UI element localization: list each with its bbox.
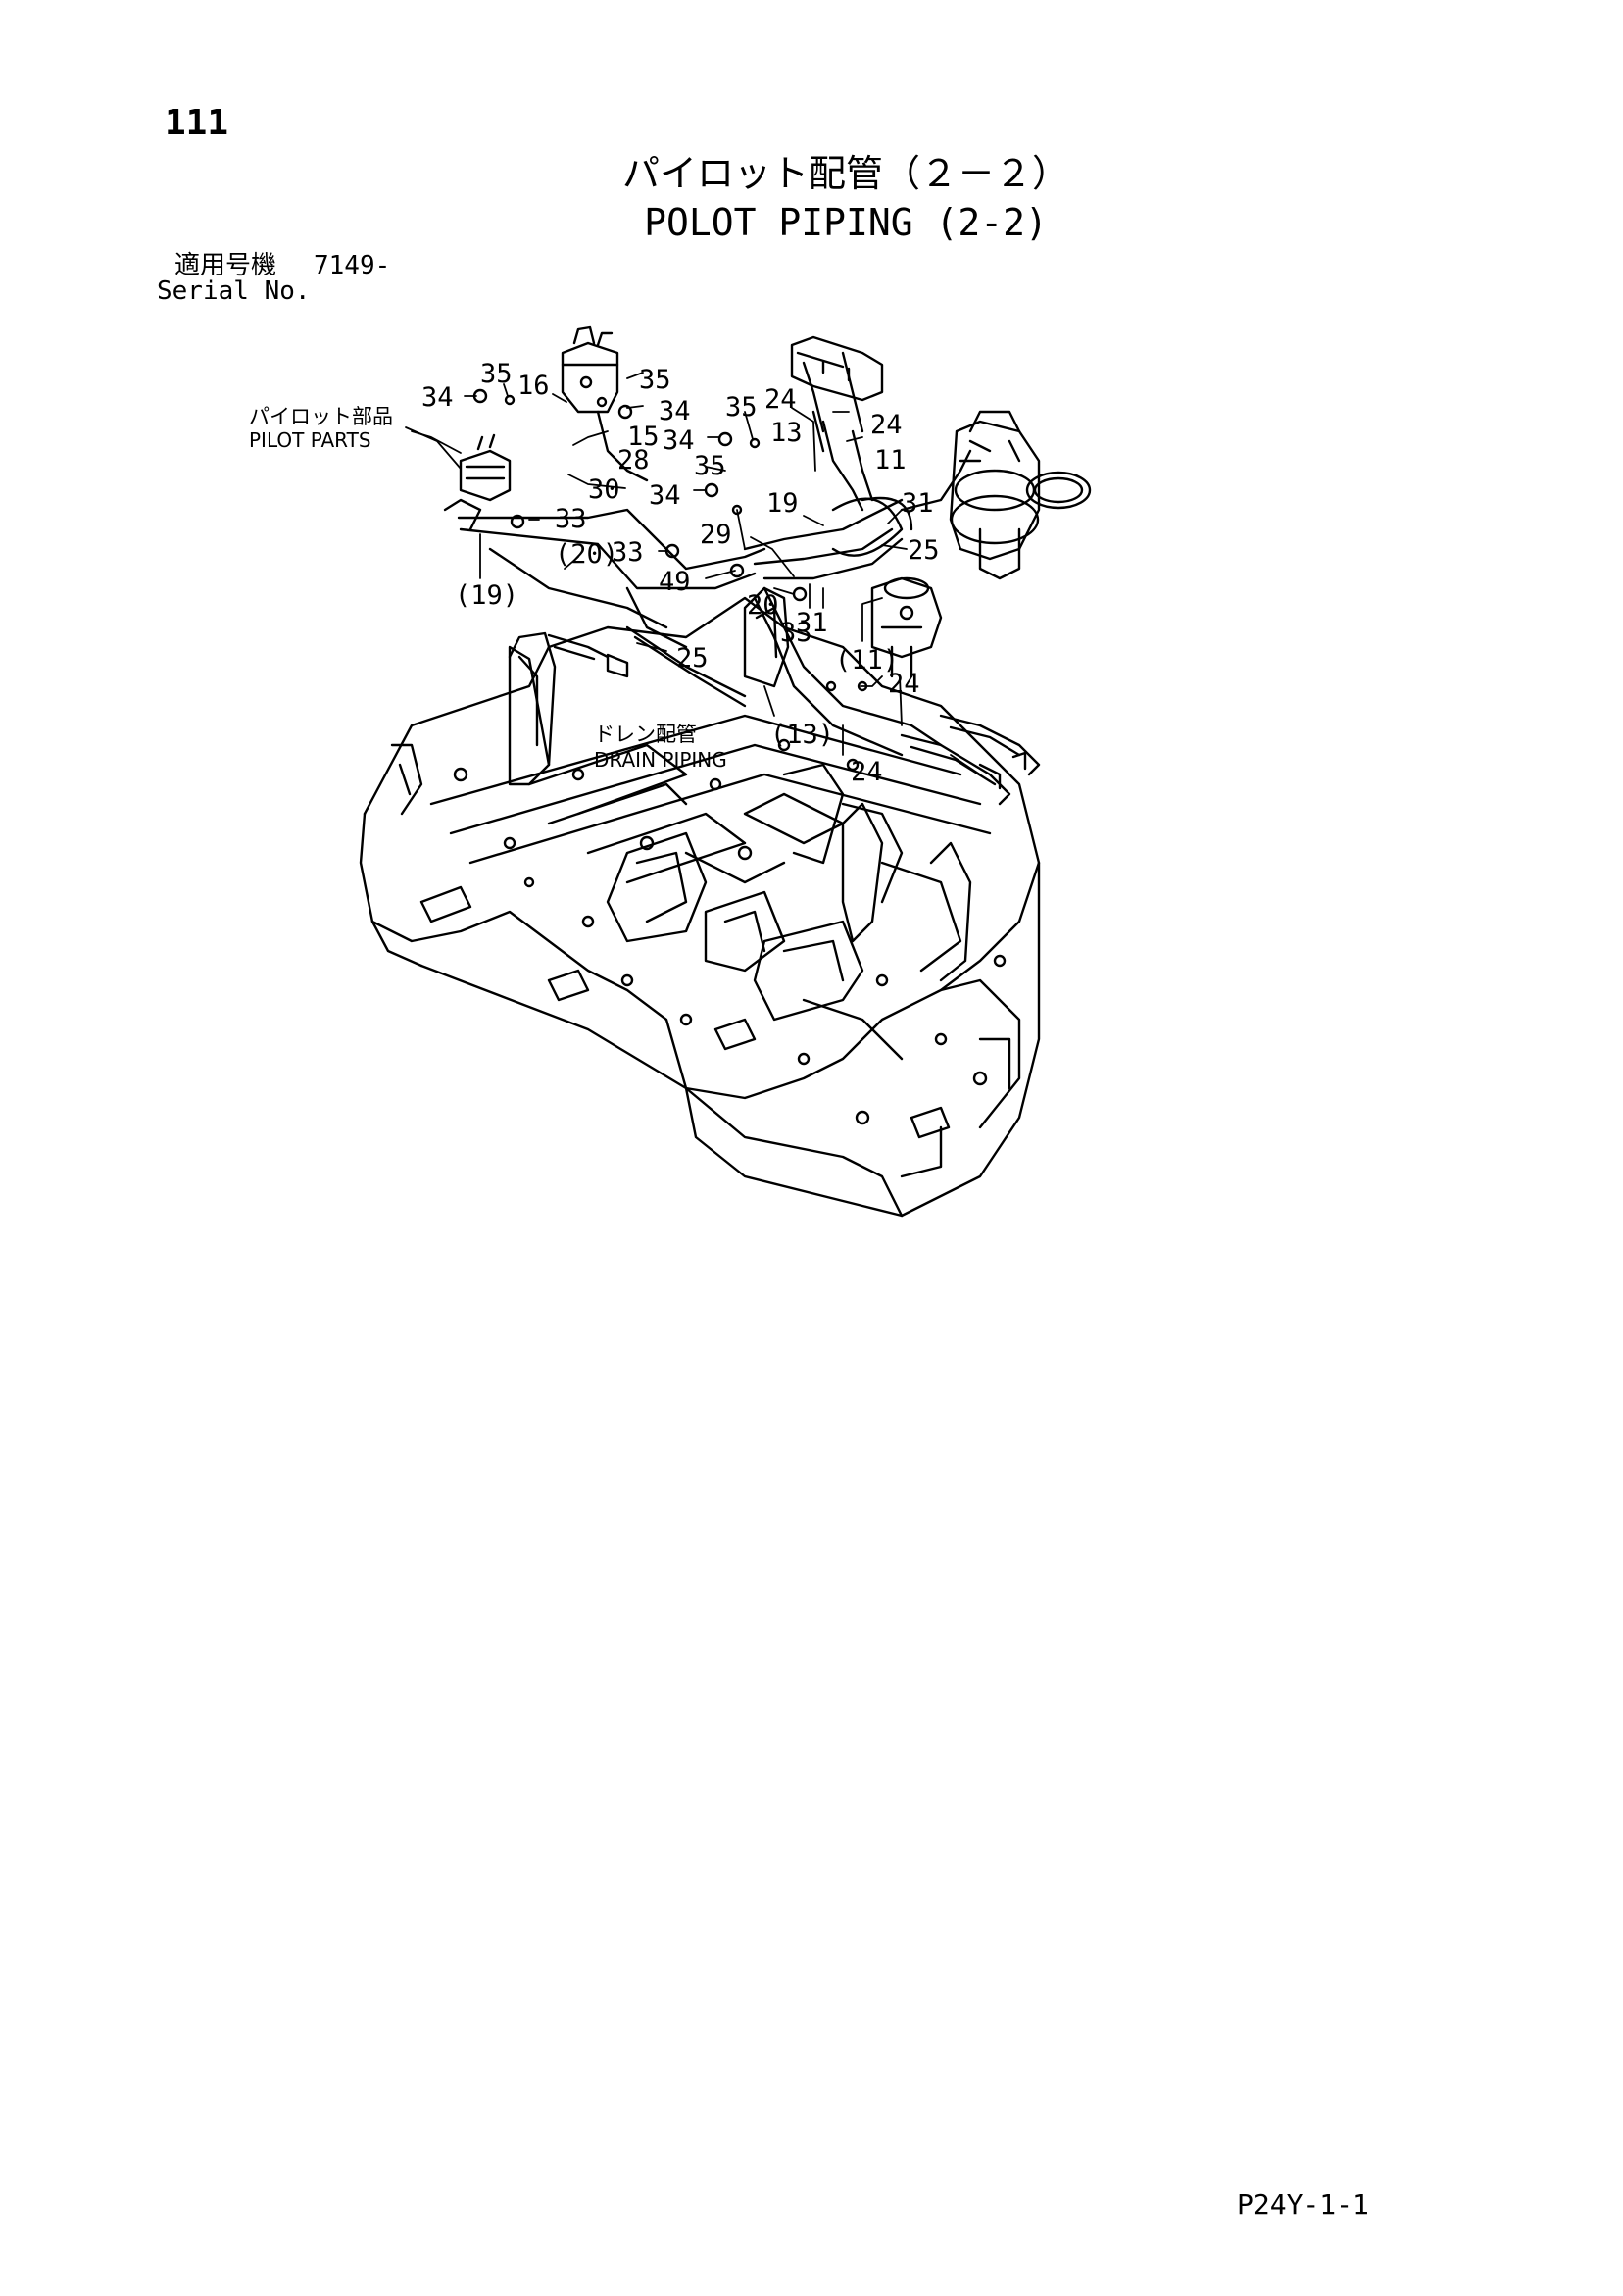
label-34: 34 bbox=[421, 382, 454, 413]
frame-structure bbox=[359, 586, 1041, 1218]
label-31: 31 bbox=[796, 608, 828, 638]
label-24: 24 bbox=[888, 669, 920, 699]
label-11-parenthesized: (11) bbox=[835, 645, 899, 675]
serial-label-en: Serial No. bbox=[157, 276, 311, 306]
page-title-en: POLOT PIPING (2-2) bbox=[644, 201, 1048, 244]
label-16: 16 bbox=[517, 371, 550, 401]
label-34: 34 bbox=[663, 425, 695, 456]
label-33: 33 bbox=[780, 618, 812, 648]
label-33: 33 bbox=[612, 537, 644, 568]
label-13: 13 bbox=[770, 418, 803, 448]
label-33: 33 bbox=[555, 504, 587, 534]
label-24: 24 bbox=[851, 757, 883, 787]
document-code: P24Y-1-1 bbox=[1237, 2188, 1369, 2221]
label-20: 20 bbox=[747, 590, 779, 621]
label-15: 15 bbox=[627, 422, 660, 452]
callout-pilot-parts-jp: パイロット部品 bbox=[249, 405, 393, 428]
label-31: 31 bbox=[902, 488, 934, 519]
label-34: 34 bbox=[649, 480, 681, 511]
serial-label-jp: 適用号機 bbox=[174, 251, 277, 280]
label-19: 19 bbox=[766, 488, 799, 519]
label-29: 29 bbox=[700, 520, 732, 550]
label-34: 34 bbox=[659, 396, 691, 426]
callout-pilot-parts-en: PILOT PARTS bbox=[249, 428, 371, 452]
label-20-parenthesized: (20) bbox=[555, 539, 618, 570]
manifold-bracket bbox=[790, 335, 884, 402]
label-11: 11 bbox=[874, 445, 907, 475]
part-labels: 35 16 35 34 34 15 28 30 33 (20) (19) 35 … bbox=[249, 359, 940, 787]
label-35: 35 bbox=[639, 365, 671, 395]
label-35: 35 bbox=[480, 359, 513, 389]
pilot-valve-top bbox=[561, 325, 619, 414]
page-title-jp: パイロット配管（２－２） bbox=[621, 152, 1069, 195]
drain-piping-end bbox=[547, 633, 629, 678]
pilot-hoses bbox=[457, 351, 972, 757]
label-25: 25 bbox=[908, 535, 940, 566]
center-valve bbox=[870, 576, 943, 678]
right-rails bbox=[900, 714, 1041, 806]
leader-lines bbox=[405, 372, 981, 775]
pilot-parts-block bbox=[443, 433, 512, 531]
page-number: 111 bbox=[165, 103, 229, 143]
label-30: 30 bbox=[588, 474, 620, 505]
label-35: 35 bbox=[725, 392, 758, 423]
callout-drain-piping-en: DRAIN PIPING bbox=[594, 748, 727, 772]
label-28: 28 bbox=[617, 445, 650, 475]
label-49: 49 bbox=[659, 567, 691, 597]
label-24: 24 bbox=[870, 410, 903, 440]
callout-drain-piping-jp: ドレン配管 bbox=[594, 723, 697, 746]
label-25: 25 bbox=[676, 643, 709, 674]
serial-value: 7149- bbox=[314, 251, 391, 280]
label-13-parenthesized: (13) bbox=[770, 720, 834, 750]
label-35: 35 bbox=[694, 451, 726, 481]
label-24: 24 bbox=[764, 384, 797, 415]
swing-motor bbox=[949, 410, 1092, 580]
label-19-parenthesized: (19) bbox=[455, 580, 518, 611]
